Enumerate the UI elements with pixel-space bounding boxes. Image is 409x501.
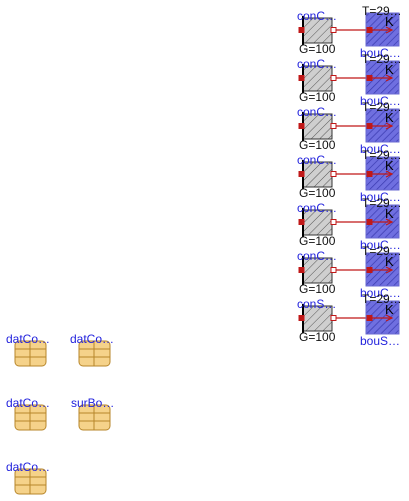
boundary-name-label: bouC… (360, 94, 401, 108)
kelvin-unit-letter: K (385, 302, 394, 317)
record-name-label: datCo… (6, 396, 51, 410)
heat-port-b[interactable] (330, 75, 337, 81)
fixed-temperature-boundary-icon[interactable]: K (365, 300, 400, 335)
conductor-parameter-label: G=100 (299, 138, 336, 152)
heat-port-a[interactable] (298, 75, 305, 81)
heat-port-a[interactable] (298, 27, 305, 33)
heat-port-a[interactable] (298, 123, 305, 129)
heat-port-b[interactable] (330, 171, 337, 177)
record-name-label: datCo… (70, 332, 115, 346)
fixed-temperature-boundary-icon[interactable]: K (365, 60, 400, 95)
boundary-name-label: bouC… (360, 142, 401, 156)
boundary-parameter-label: T=29… (362, 244, 402, 258)
boundary-parameter-label: T=29… (362, 148, 402, 162)
boundary-name-label: bouC… (360, 286, 401, 300)
thermal-conductor-icon[interactable] (298, 64, 337, 93)
thermal-conductor-icon[interactable] (298, 160, 337, 189)
conductor-boundary-row: K (298, 60, 400, 95)
boundary-name-label: bouC… (360, 46, 401, 60)
conductor-parameter-label: G=100 (299, 186, 336, 200)
conductor-name-label: conC… (297, 9, 338, 23)
conductor-boundary-row: K (298, 108, 400, 143)
data-record-icon[interactable] (14, 404, 47, 431)
boundary-port[interactable] (366, 267, 373, 273)
kelvin-unit-letter: K (385, 14, 394, 29)
boundary-name-label: bouS… (360, 334, 401, 348)
conductor-boundary-row: K (298, 12, 400, 47)
heat-port-b[interactable] (330, 267, 337, 273)
heat-port-a[interactable] (298, 219, 305, 225)
kelvin-unit-letter: K (385, 62, 394, 77)
boundary-parameter-label: T=29… (362, 292, 402, 306)
heat-port-b[interactable] (330, 123, 337, 129)
conductor-name-label: conC… (297, 249, 338, 263)
heat-port-b[interactable] (330, 315, 337, 321)
conductor-parameter-label: G=100 (299, 330, 336, 344)
heat-port-a[interactable] (298, 267, 305, 273)
fixed-temperature-boundary-icon[interactable]: K (365, 252, 400, 287)
thermal-conductor-icon[interactable] (298, 112, 337, 141)
heat-port-a[interactable] (298, 171, 305, 177)
data-record-icon[interactable] (14, 340, 47, 367)
kelvin-unit-letter: K (385, 206, 394, 221)
thermal-conductor-icon[interactable] (298, 304, 337, 333)
thermal-conductor-icon[interactable] (298, 208, 337, 237)
thermal-conductor-icon[interactable] (298, 256, 337, 285)
conductor-boundary-row: K (298, 252, 400, 287)
record-name-label: datCo… (6, 332, 51, 346)
conductor-parameter-label: G=100 (299, 90, 336, 104)
conductor-name-label: conC… (297, 105, 338, 119)
fixed-temperature-boundary-icon[interactable]: K (365, 12, 400, 47)
conductor-name-label: conC… (297, 201, 338, 215)
boundary-parameter-label: T=29… (362, 196, 402, 210)
conductor-name-label: conC… (297, 153, 338, 167)
conductor-name-label: conS… (297, 297, 337, 311)
thermal-conductor-icon[interactable] (298, 16, 337, 45)
record-name-label: datCo… (6, 460, 51, 474)
boundary-name-label: bouC… (360, 190, 401, 204)
heat-port-a[interactable] (298, 315, 305, 321)
boundary-port[interactable] (366, 75, 373, 81)
data-record-icon[interactable] (78, 340, 111, 367)
conductor-boundary-row: K (298, 300, 400, 335)
conductor-boundary-row: K (298, 204, 400, 239)
conductor-name-label: conC… (297, 57, 338, 71)
kelvin-unit-letter: K (385, 110, 394, 125)
boundary-port[interactable] (366, 27, 373, 33)
boundary-name-label: bouC… (360, 238, 401, 252)
boundary-port[interactable] (366, 219, 373, 225)
boundary-port[interactable] (366, 315, 373, 321)
boundary-parameter-label: T=29… (362, 52, 402, 66)
conductor-parameter-label: G=100 (299, 42, 336, 56)
boundary-parameter-label: T=29… (362, 4, 402, 18)
heat-port-b[interactable] (330, 27, 337, 33)
boundary-port[interactable] (366, 123, 373, 129)
conductor-boundary-row: K (298, 156, 400, 191)
boundary-port[interactable] (366, 171, 373, 177)
boundary-parameter-label: T=29… (362, 100, 402, 114)
record-name-label: surBo… (71, 396, 115, 410)
data-record-icon[interactable] (14, 468, 47, 495)
fixed-temperature-boundary-icon[interactable]: K (365, 156, 400, 191)
data-record-icon[interactable] (78, 404, 111, 431)
fixed-temperature-boundary-icon[interactable]: K (365, 108, 400, 143)
fixed-temperature-boundary-icon[interactable]: K (365, 204, 400, 239)
heat-port-b[interactable] (330, 219, 337, 225)
kelvin-unit-letter: K (385, 158, 394, 173)
conductor-parameter-label: G=100 (299, 282, 336, 296)
conductor-parameter-label: G=100 (299, 234, 336, 248)
kelvin-unit-letter: K (385, 254, 394, 269)
